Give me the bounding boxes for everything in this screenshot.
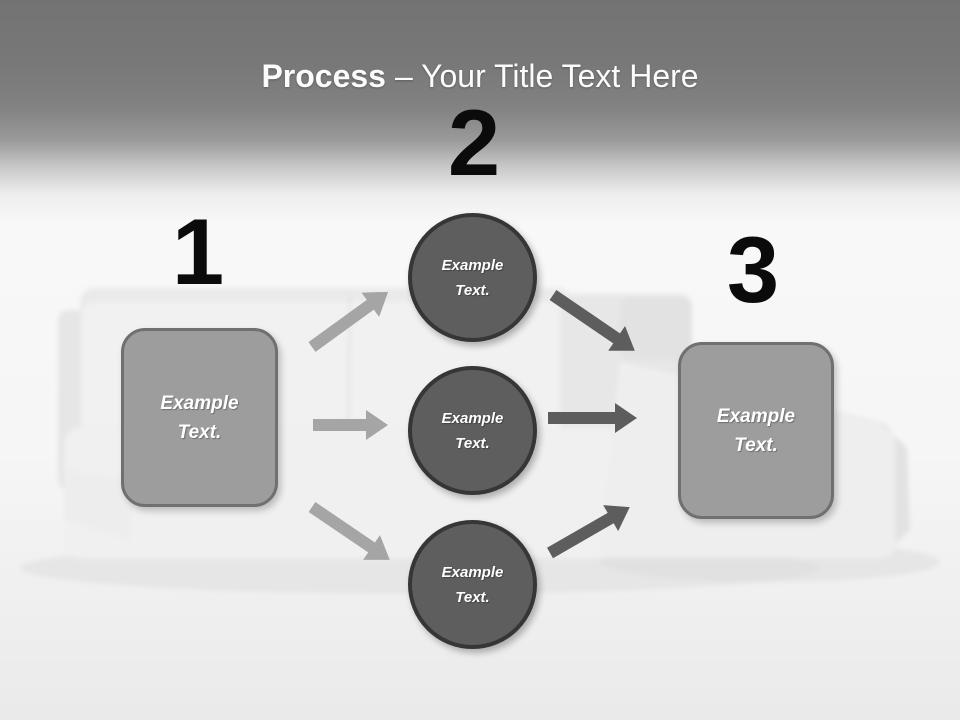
arrow-box1-to-circle-top-icon <box>308 291 389 352</box>
arrow-box1-to-circle-middle-icon <box>313 410 388 440</box>
step-1-box: Example Text. <box>121 328 278 507</box>
step-2-circle-bottom: Example Text. <box>408 520 537 649</box>
step-2-circle-bottom-label: Example Text. <box>441 563 504 606</box>
slide-title: Process– Your Title Text Here <box>0 54 960 98</box>
arrow-box1-to-circle-bottom-icon <box>308 502 390 560</box>
step-2-circle-middle: Example Text. <box>408 366 537 495</box>
step-2-circle-top: Example Text. <box>408 213 537 342</box>
step-2-number: 2 <box>447 90 501 195</box>
step-3-number: 3 <box>726 217 780 322</box>
slide-title-text: – Your Title Text Here <box>394 58 699 94</box>
arrow-circle-top-to-box3-icon <box>549 290 635 351</box>
step-2-circle-top-label: Example Text. <box>441 256 504 299</box>
step-3-box: Example Text. <box>678 342 834 519</box>
slide-title-emphasis: Process <box>261 58 386 94</box>
arrow-circle-bottom-to-box3-icon <box>547 505 630 559</box>
step-2-circle-middle-label: Example Text. <box>441 409 504 452</box>
step-1-label: Example Text. <box>160 392 239 443</box>
arrow-circle-middle-to-box3-icon <box>548 403 637 433</box>
step-1-number: 1 <box>171 199 225 304</box>
step-3-label: Example Text. <box>716 405 796 456</box>
